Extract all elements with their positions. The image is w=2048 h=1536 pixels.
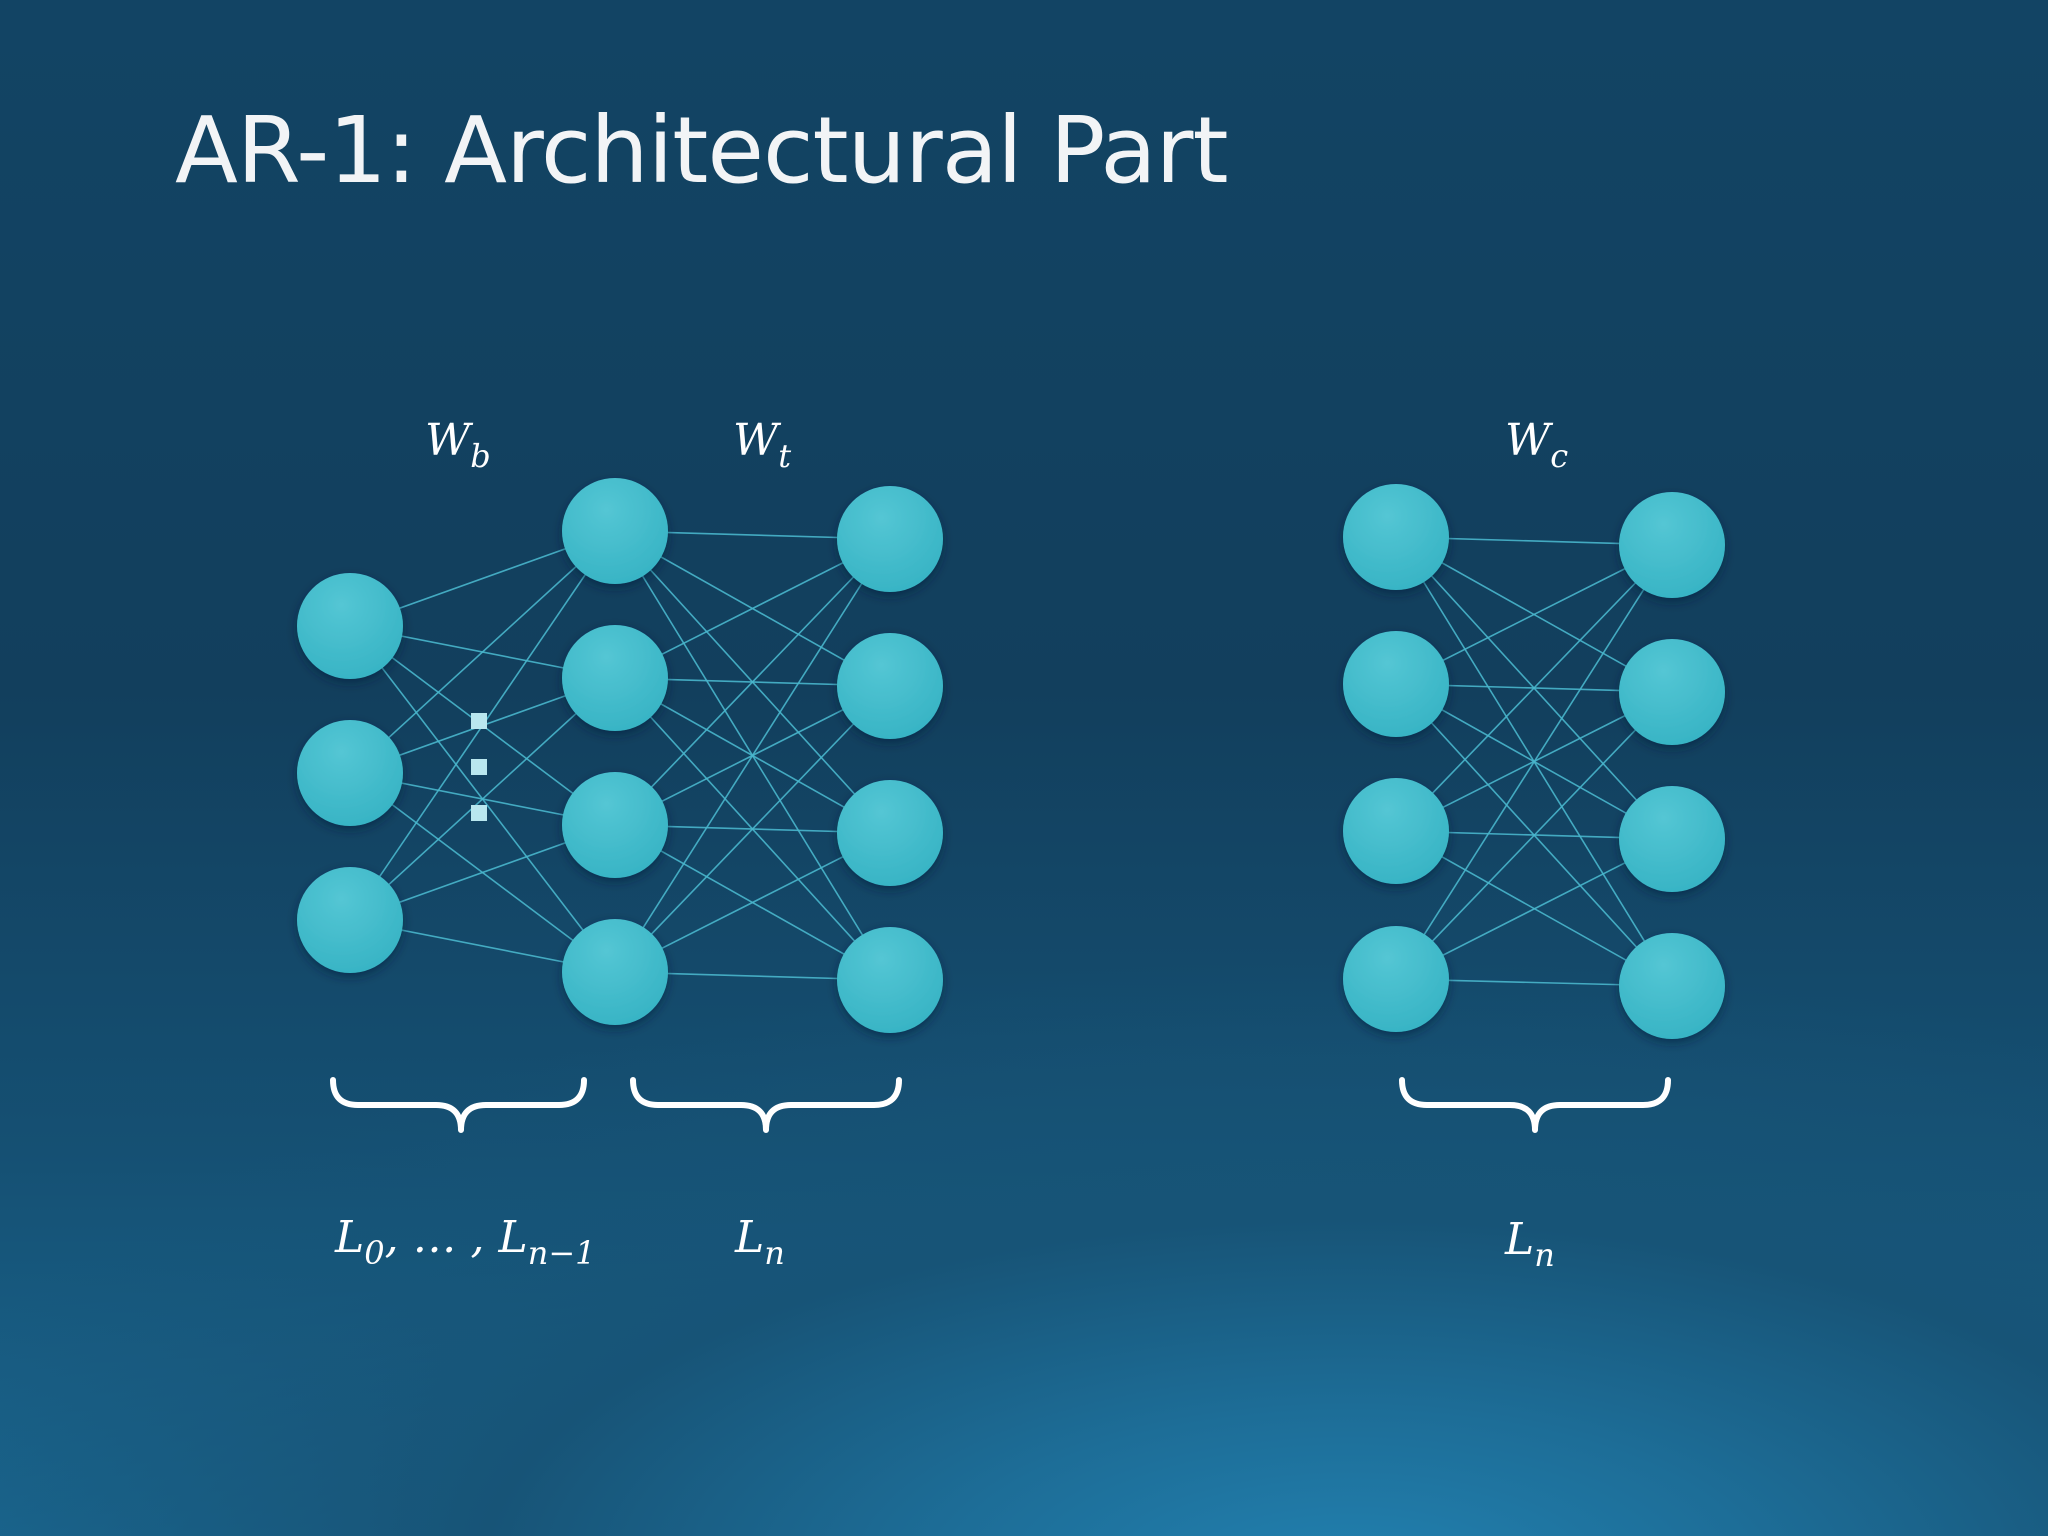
left-network-layer-1-node [562, 625, 668, 731]
left-network-edge [614, 538, 891, 973]
left-network-layer-1-node [562, 772, 668, 878]
right-network-layer-0-node [1343, 631, 1449, 737]
layer-label-ln-right: Ln [1504, 1214, 1555, 1274]
layer-label-l0-to-ln-minus-1: L0, … , Ln−1 [334, 1212, 596, 1272]
ellipsis-dot [471, 713, 487, 729]
right-network-layer-0-node [1343, 778, 1449, 884]
slide-title: AR-1: Architectural Part [175, 97, 1229, 204]
nodes-group [297, 478, 1725, 1039]
left-network-layer-2-node [837, 486, 943, 592]
right-network-layer-0-node [1343, 926, 1449, 1032]
right-network-edge [1395, 544, 1673, 980]
vertical-ellipsis-icon [471, 713, 487, 821]
left-network-layer-2-node [837, 633, 943, 739]
left-network-layer-0-node [297, 720, 403, 826]
left-network-layer-2-node [837, 780, 943, 886]
right-network-layer-0-node [1343, 484, 1449, 590]
left-network-layer-1-node [562, 919, 668, 1025]
ellipsis-dot [471, 759, 487, 775]
weight-label-wt: Wt [733, 415, 791, 475]
left-network-layer-1-node [562, 478, 668, 584]
right-network-edge [1395, 691, 1673, 980]
left-network-edge [614, 538, 891, 826]
left-network-edge [614, 685, 891, 973]
left-network-edge [349, 530, 616, 774]
right-network-edge [1395, 544, 1673, 832]
brace-top-layer-right [1399, 1077, 1671, 1133]
ellipsis-dot [471, 805, 487, 821]
left-network-layer-0-node [297, 573, 403, 679]
right-network-layer-1-node [1619, 786, 1725, 892]
left-network-edge [349, 677, 616, 921]
weight-label-wc: Wc [1505, 415, 1568, 475]
right-network-layer-1-node [1619, 933, 1725, 1039]
brace-bottom-layers [330, 1077, 587, 1133]
layer-label-ln-left: Ln [734, 1212, 785, 1272]
right-network-layer-1-node [1619, 492, 1725, 598]
edges-group [349, 530, 1673, 987]
left-network-layer-0-node [297, 867, 403, 973]
right-network-layer-1-node [1619, 639, 1725, 745]
weight-label-wb: Wb [425, 415, 491, 475]
left-network-layer-2-node [837, 927, 943, 1033]
brace-top-layer-left [630, 1077, 902, 1133]
